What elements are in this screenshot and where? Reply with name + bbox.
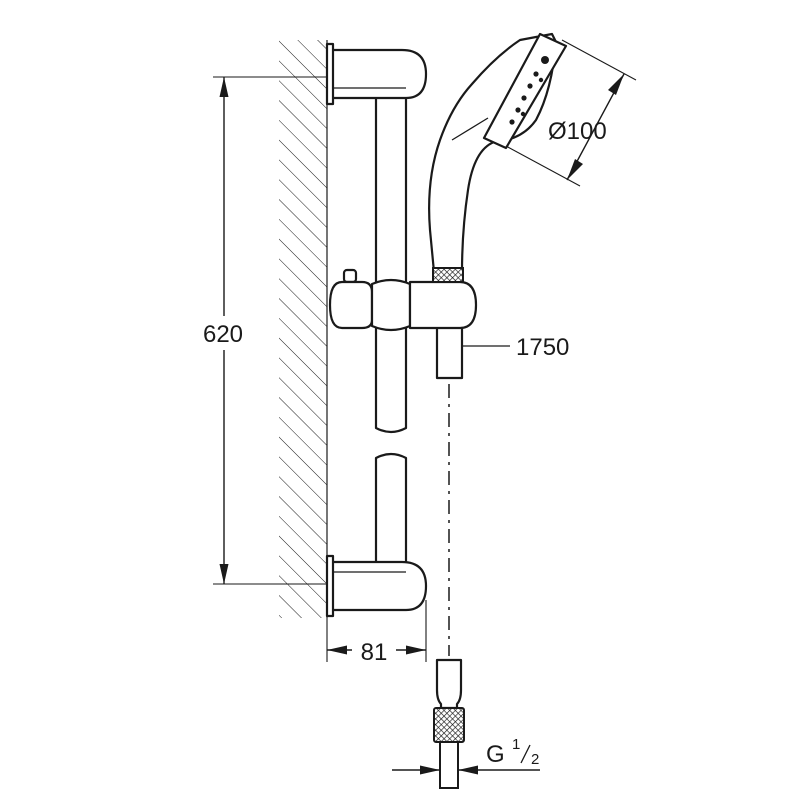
- hose-connector: [439, 741, 459, 789]
- top-bracket-arm: [329, 48, 428, 100]
- wall: [279, 40, 328, 618]
- rail-length-arrow-bottom: [219, 564, 229, 584]
- hand-shower: [428, 32, 568, 283]
- handle-head-seam: [451, 117, 489, 141]
- dimension-head-diameter: Ø100: [505, 39, 637, 187]
- rail-length-label-bg: [193, 316, 253, 350]
- head-diameter-label: Ø100: [548, 118, 607, 145]
- thread-arrow-right: [458, 765, 478, 775]
- thread-arrow-left: [420, 765, 440, 775]
- head-diameter-arrow-bottom: [567, 159, 583, 180]
- slider-left-body: [328, 280, 374, 330]
- hose-lower-segment: [435, 658, 463, 710]
- head-diameter-extension-top: [561, 39, 637, 81]
- bottom-bracket-arm: [329, 560, 428, 612]
- rail-upper-segment: [374, 90, 408, 434]
- shower-rail: [374, 90, 408, 592]
- projection-arrow-left: [327, 645, 347, 655]
- thread-fraction-numerator: 1: [512, 736, 520, 753]
- hand-shower-knurled-collar: [432, 267, 464, 283]
- slider-button: [342, 268, 358, 284]
- top-bracket-plate: [325, 42, 335, 106]
- thread-fraction-denominator: 2: [531, 751, 539, 768]
- head-diameter-arrow-top: [608, 74, 624, 95]
- bottom-wall-bracket: [325, 554, 428, 618]
- projection-label-bg: [352, 636, 396, 666]
- top-wall-bracket: [325, 42, 428, 106]
- dimension-rail-length: 620: [193, 76, 327, 585]
- shower-hose: [433, 316, 465, 789]
- dimension-hose-length: 1750: [462, 334, 569, 361]
- thread-label: G: [486, 741, 505, 768]
- rail-lower-segment: [374, 452, 408, 592]
- wall-hatching: [279, 40, 327, 618]
- dimension-wall-projection: 81: [326, 600, 427, 666]
- projection-label: 81: [361, 639, 388, 666]
- projection-arrow-right: [406, 645, 426, 655]
- hose-nut-knurled: [433, 707, 465, 743]
- head-diameter-extension-bottom: [505, 145, 581, 187]
- bottom-bracket-plate: [325, 554, 335, 618]
- hose-length-label: 1750: [516, 334, 569, 361]
- rail-length-label: 620: [203, 321, 243, 348]
- spray-face-icon: [509, 56, 549, 125]
- slider-holder: [328, 268, 478, 332]
- rail-length-arrow-top: [219, 77, 229, 97]
- slider-middle-body: [370, 278, 412, 332]
- dimension-thread: G 1 2: [392, 736, 540, 788]
- thread-fraction-slash: [520, 744, 531, 764]
- slider-right-body: [408, 280, 478, 330]
